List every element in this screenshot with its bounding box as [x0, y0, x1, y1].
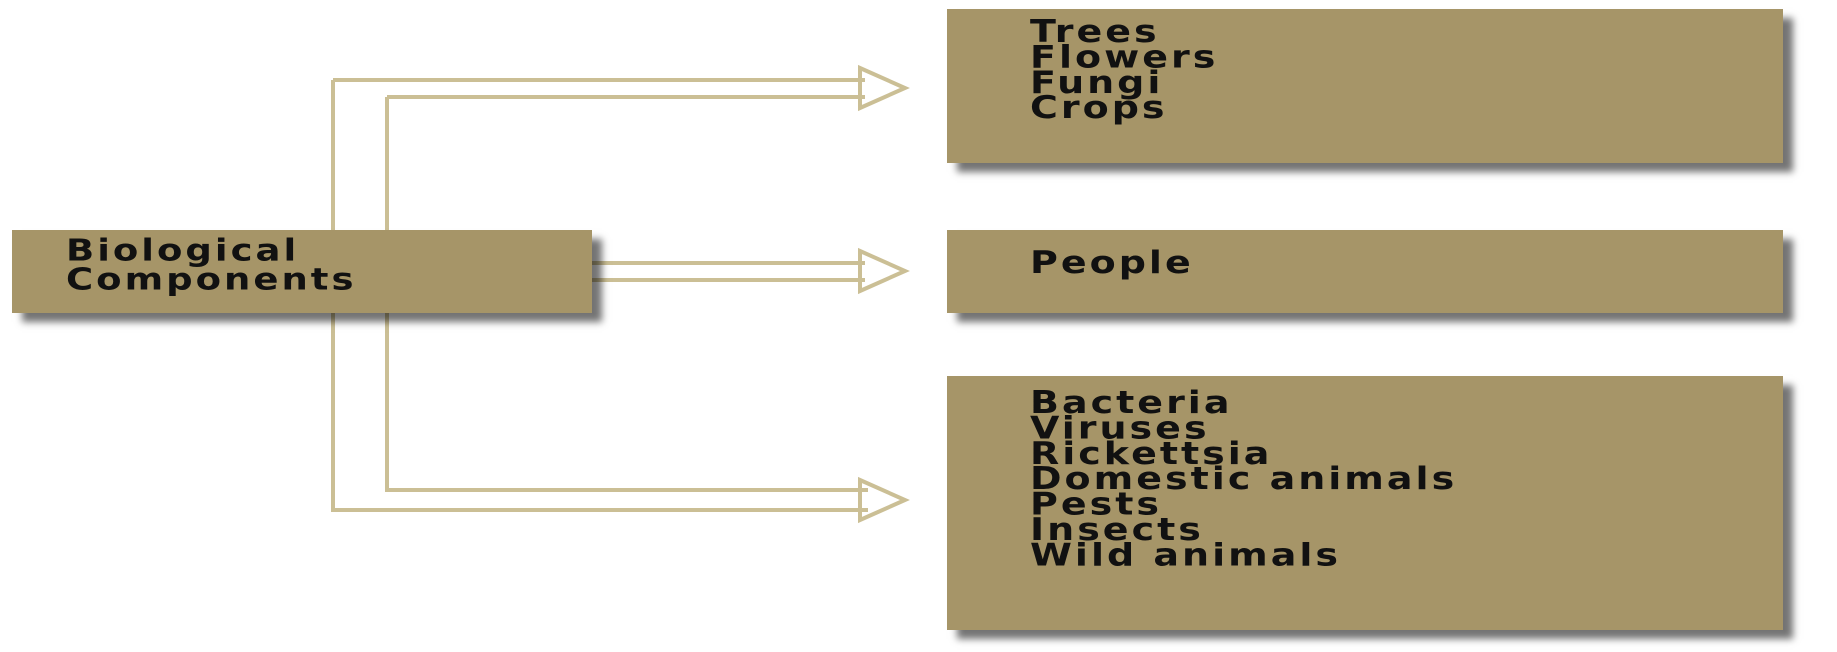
people-list: People [1030, 247, 1194, 278]
list-item: Pests [1030, 485, 1163, 523]
list-item: Wild animals [1030, 536, 1341, 573]
list-item: Bacteria [1030, 384, 1233, 421]
biological-components-label: Biological Components [66, 232, 357, 297]
biological-components-box: Biological Components [12, 230, 592, 313]
plants-list: Trees Flowers Fungi Crops [1030, 16, 1219, 123]
branch-top [333, 78, 865, 99]
list-item: Trees [1030, 13, 1160, 50]
arrowhead-bottom [858, 476, 910, 524]
arrowhead-top [858, 64, 910, 112]
list-item: Rickettsia [1030, 435, 1273, 472]
list-item: Viruses [1030, 409, 1210, 446]
list-item: People [1030, 244, 1194, 281]
list-item: Fungi [1030, 64, 1164, 101]
list-item: Domestic animals [1030, 460, 1458, 497]
trunk-outer [331, 80, 868, 512]
list-item: Crops [1030, 89, 1168, 126]
source-line: Components [66, 261, 357, 297]
arrowhead-middle [858, 247, 910, 295]
people-box: People [947, 230, 1783, 313]
list-item: Flowers [1030, 38, 1219, 75]
branch-middle [592, 261, 865, 282]
trunk-inner [385, 97, 868, 492]
plants-box: Trees Flowers Fungi Crops [947, 9, 1783, 163]
microbes-animals-box: Bacteria Viruses Rickettsia Domestic ani… [947, 376, 1783, 630]
source-line: Biological [66, 232, 300, 268]
microbes-animals-list: Bacteria Viruses Rickettsia Domestic ani… [1030, 387, 1458, 571]
list-item: Insects [1030, 511, 1204, 548]
